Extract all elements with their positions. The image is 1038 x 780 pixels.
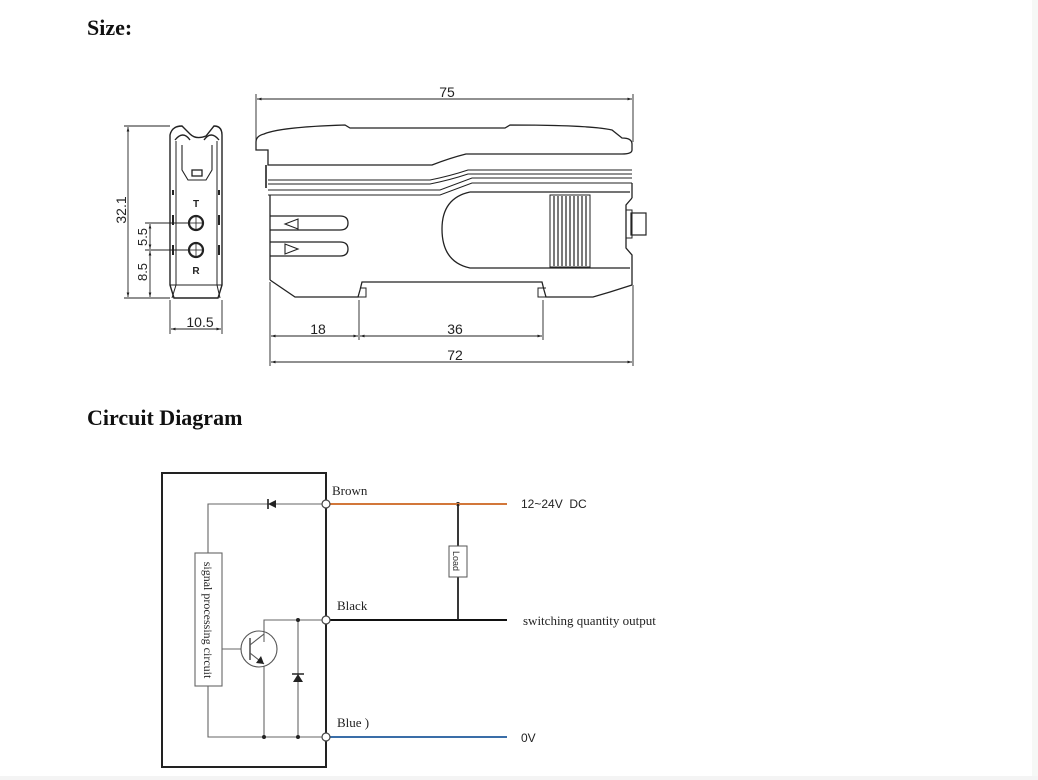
width-dimension-label: 10.5	[186, 314, 213, 330]
receiver-marker: R	[192, 266, 200, 277]
lens-spacing-label: 5.5	[135, 228, 150, 246]
blue-terminal	[321, 732, 331, 742]
page-bottom-edge	[0, 776, 1038, 780]
circuit-diagram	[161, 472, 507, 768]
load-label: Load	[451, 551, 461, 571]
switching-output-label: switching quantity output	[523, 613, 656, 628]
clamp-diode-icon	[292, 673, 304, 682]
height-dimension-label: 32.1	[113, 196, 129, 223]
front-view-dimensions	[124, 125, 223, 334]
brown-wire-label: Brown	[332, 483, 368, 498]
black-terminal	[321, 615, 331, 625]
ground-label: 0V	[521, 731, 536, 745]
reverse-polarity-diode-icon	[267, 499, 276, 509]
page-edge	[1032, 0, 1038, 780]
overall-length-label: 75	[439, 84, 455, 100]
npn-transistor-icon	[240, 630, 278, 668]
brown-terminal	[321, 499, 331, 509]
mid-segment-label: 36	[447, 321, 463, 337]
lower-offset-label: 8.5	[135, 263, 150, 281]
circuit-diagram-heading: Circuit Diagram	[87, 405, 243, 430]
load-resistor	[448, 545, 468, 578]
signal-processing-block	[194, 552, 223, 687]
size-heading: Size:	[87, 15, 133, 40]
signal-processing-label: signal processing circuit	[201, 562, 215, 679]
side-view-dimensions	[255, 94, 634, 366]
black-wire-label: Black	[337, 598, 368, 613]
side-view-drawing	[255, 124, 647, 298]
transmitter-marker: T	[193, 199, 199, 210]
supply-voltage-label: 12~24V DC	[521, 497, 587, 511]
blue-wire-label: Blue )	[337, 715, 369, 730]
base-length-label: 72	[447, 347, 463, 363]
left-segment-label: 18	[310, 321, 326, 337]
